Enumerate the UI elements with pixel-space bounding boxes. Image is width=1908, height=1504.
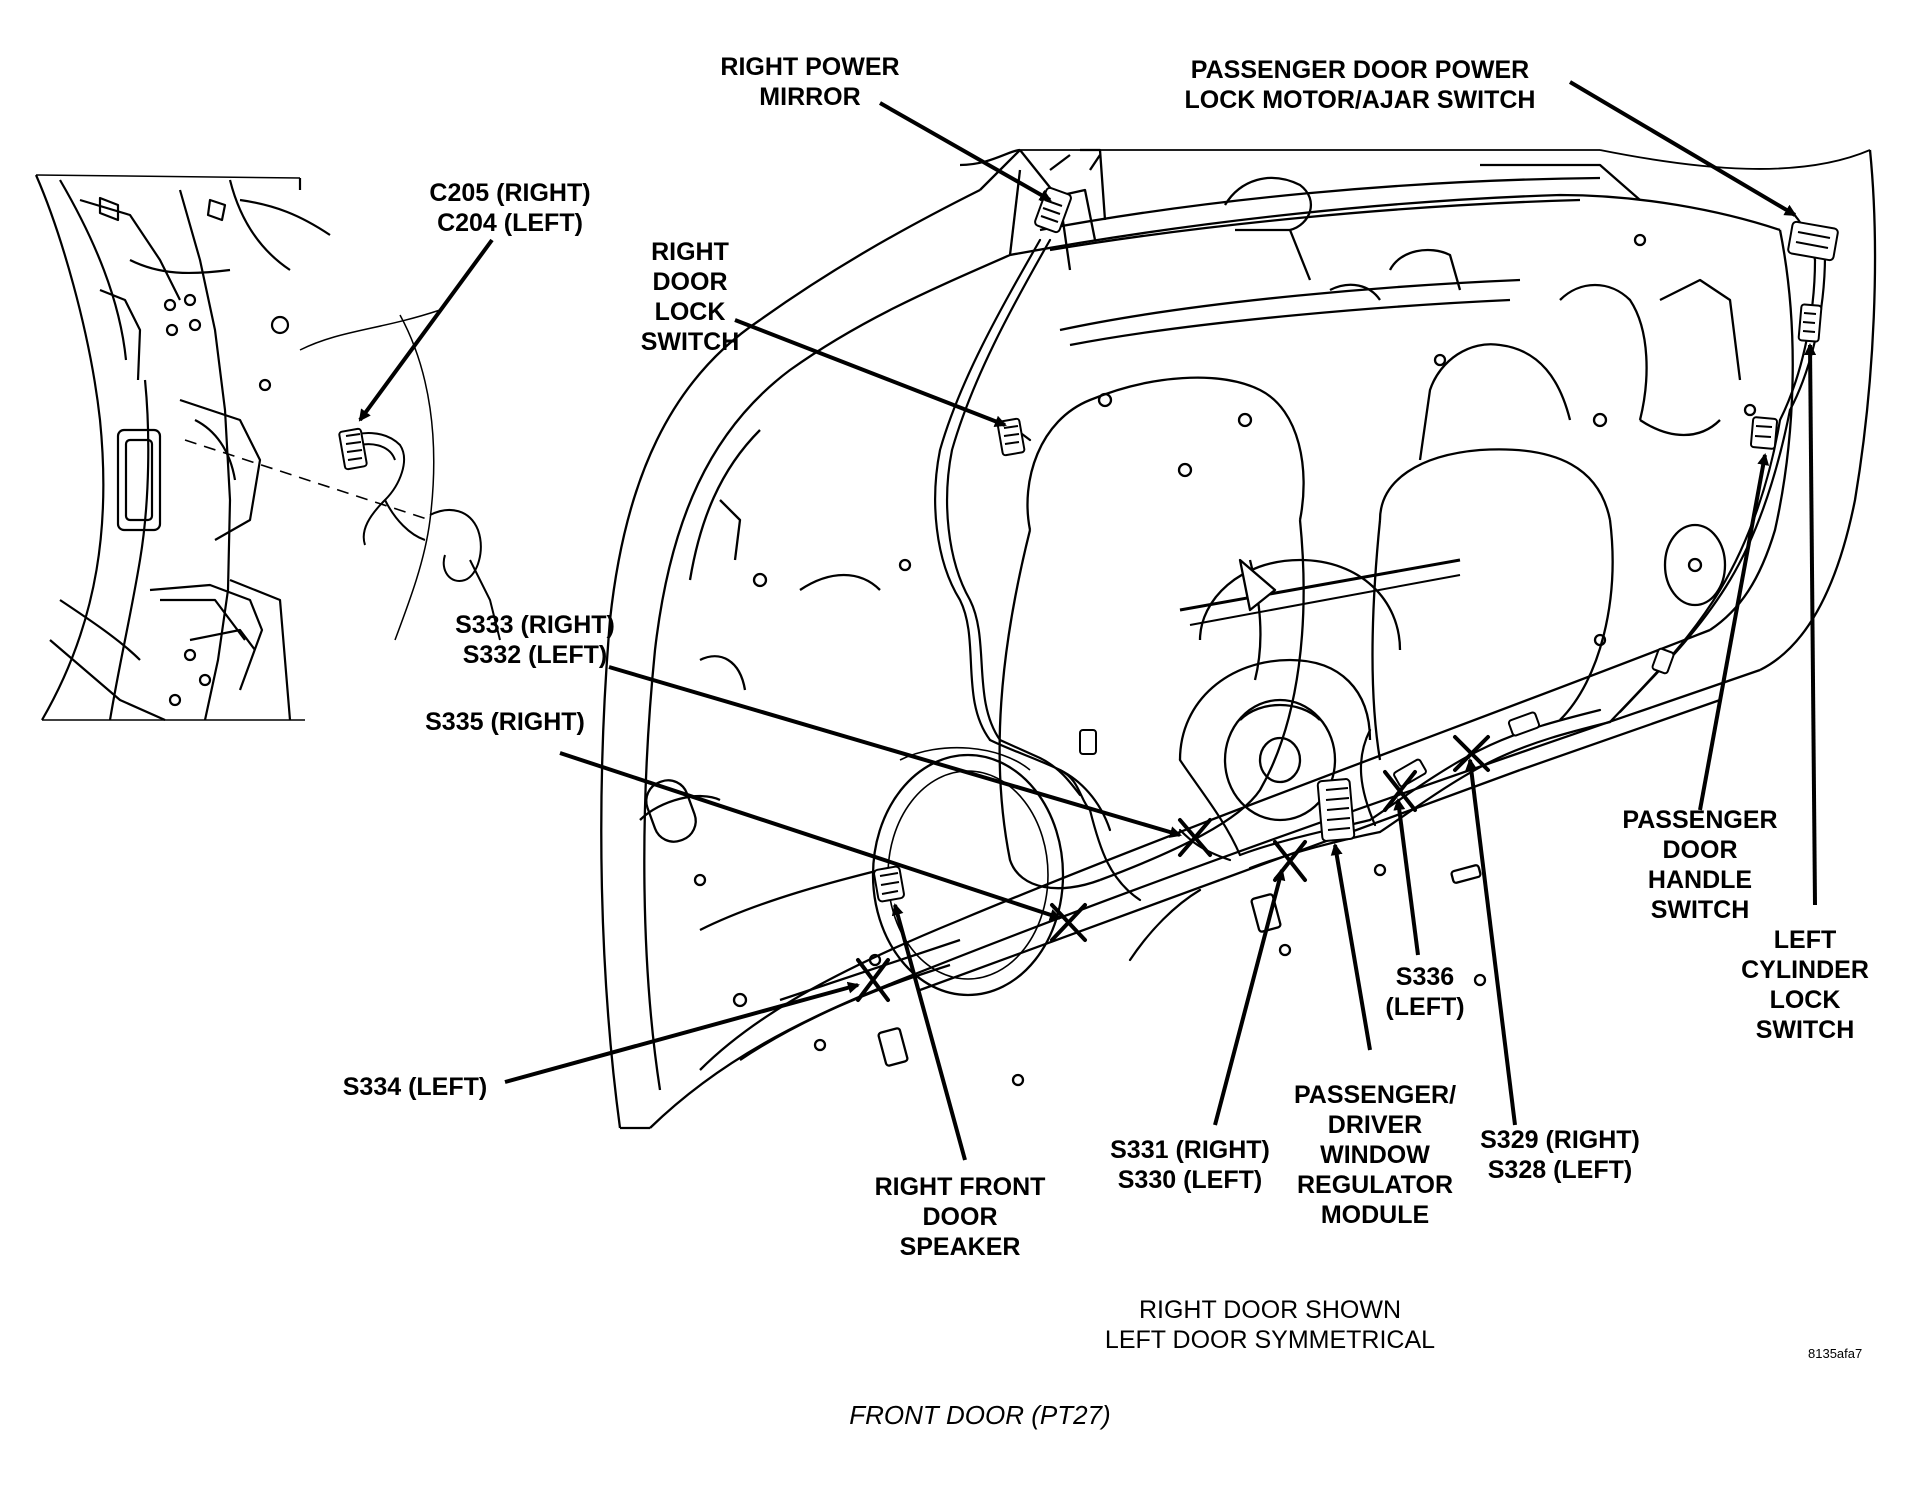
splice-marks bbox=[856, 735, 1490, 1002]
leader-lock-motor bbox=[1568, 80, 1797, 217]
label-s331-s330: S331 (RIGHT) S330 (LEFT) bbox=[1110, 1136, 1270, 1194]
leader-regulator bbox=[1330, 843, 1372, 1051]
leader-right-power-mirror bbox=[879, 101, 1052, 202]
inset-harness bbox=[184, 427, 501, 641]
label-s334: S334 (LEFT) bbox=[342, 1073, 488, 1101]
label-right-door-lock-switch: RIGHT DOOR LOCK SWITCH bbox=[640, 238, 740, 356]
leader-speaker bbox=[891, 903, 967, 1161]
label-s329-s328: S329 (RIGHT) S328 (LEFT) bbox=[1480, 1126, 1640, 1184]
label-passenger-door-handle-switch: PASSENGER DOOR HANDLE SWITCH bbox=[1622, 806, 1778, 924]
splice-s334 bbox=[856, 958, 890, 1002]
leader-s335 bbox=[559, 751, 1062, 921]
leader-cylinder-switch bbox=[1804, 343, 1817, 906]
symmetry-note: RIGHT DOOR SHOWN LEFT DOOR SYMMETRICAL bbox=[1104, 1296, 1436, 1354]
splice-s333 bbox=[1178, 818, 1212, 857]
leader-handle-switch bbox=[1698, 453, 1770, 811]
figure-caption: FRONT DOOR (PT27) bbox=[849, 1400, 1111, 1430]
reference-code: 8135afa7 bbox=[1808, 1346, 1863, 1361]
body-pillar-inset bbox=[34, 174, 441, 722]
leader-s336 bbox=[1393, 798, 1420, 956]
label-right-power-mirror: RIGHT POWER MIRROR bbox=[720, 53, 900, 111]
label-c205-c204: C205 (RIGHT) C204 (LEFT) bbox=[429, 179, 591, 237]
splice-s336 bbox=[1383, 770, 1417, 812]
label-s336: S336 (LEFT) bbox=[1385, 963, 1465, 1021]
door-inner-panel bbox=[600, 148, 1877, 1130]
label-window-regulator-module: PASSENGER/ DRIVER WINDOW REGULATOR MODUL… bbox=[1293, 1081, 1457, 1229]
label-passenger-door-lock-motor: PASSENGER DOOR POWER LOCK MOTOR/AJAR SWI… bbox=[1184, 56, 1536, 114]
leader-s329 bbox=[1465, 758, 1517, 1126]
label-s335: S335 (RIGHT) bbox=[425, 708, 585, 736]
leader-arrows bbox=[358, 80, 1817, 1161]
label-s333-s332: S333 (RIGHT) S332 (LEFT) bbox=[455, 611, 615, 669]
leader-lock-switch bbox=[734, 318, 1007, 427]
leader-c205 bbox=[358, 238, 494, 422]
door-connectors bbox=[873, 186, 1839, 903]
leader-s334 bbox=[504, 981, 860, 1084]
label-left-cylinder-lock-switch: LEFT CYLINDER LOCK SWITCH bbox=[1741, 926, 1869, 1044]
leader-s331 bbox=[1213, 868, 1286, 1126]
label-right-front-door-speaker: RIGHT FRONT DOOR SPEAKER bbox=[874, 1173, 1046, 1261]
leader-s333 bbox=[608, 665, 1182, 838]
splice-s329 bbox=[1453, 735, 1490, 772]
